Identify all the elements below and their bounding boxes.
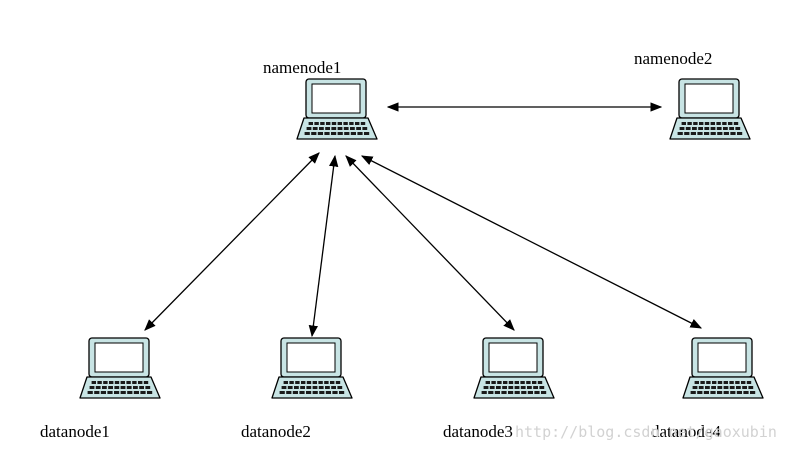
label-datanode4: datanode4 bbox=[651, 422, 721, 441]
edge-namenode1-datanode1 bbox=[144, 152, 320, 331]
datanode4-laptop-icon bbox=[682, 337, 764, 399]
datanode1-laptop-icon bbox=[79, 337, 161, 399]
datanode3-laptop-icon bbox=[473, 337, 555, 399]
label-namenode1: namenode1 bbox=[263, 58, 342, 77]
watermark: http://blog.csdn.net/gaoxubin bbox=[515, 423, 777, 441]
label-datanode2: datanode2 bbox=[241, 422, 311, 441]
label-datanode3: datanode3 bbox=[443, 422, 513, 441]
namenode1-laptop-icon bbox=[296, 78, 378, 140]
edge-namenode1-datanode3 bbox=[345, 155, 515, 331]
label-datanode1: datanode1 bbox=[40, 422, 110, 441]
edge-namenode1-datanode2 bbox=[308, 154, 339, 338]
label-namenode2: namenode2 bbox=[634, 49, 713, 68]
edge-namenode1-datanode4 bbox=[360, 155, 703, 329]
datanode2-laptop-icon bbox=[271, 337, 353, 399]
namenode2-laptop-icon bbox=[669, 78, 751, 140]
